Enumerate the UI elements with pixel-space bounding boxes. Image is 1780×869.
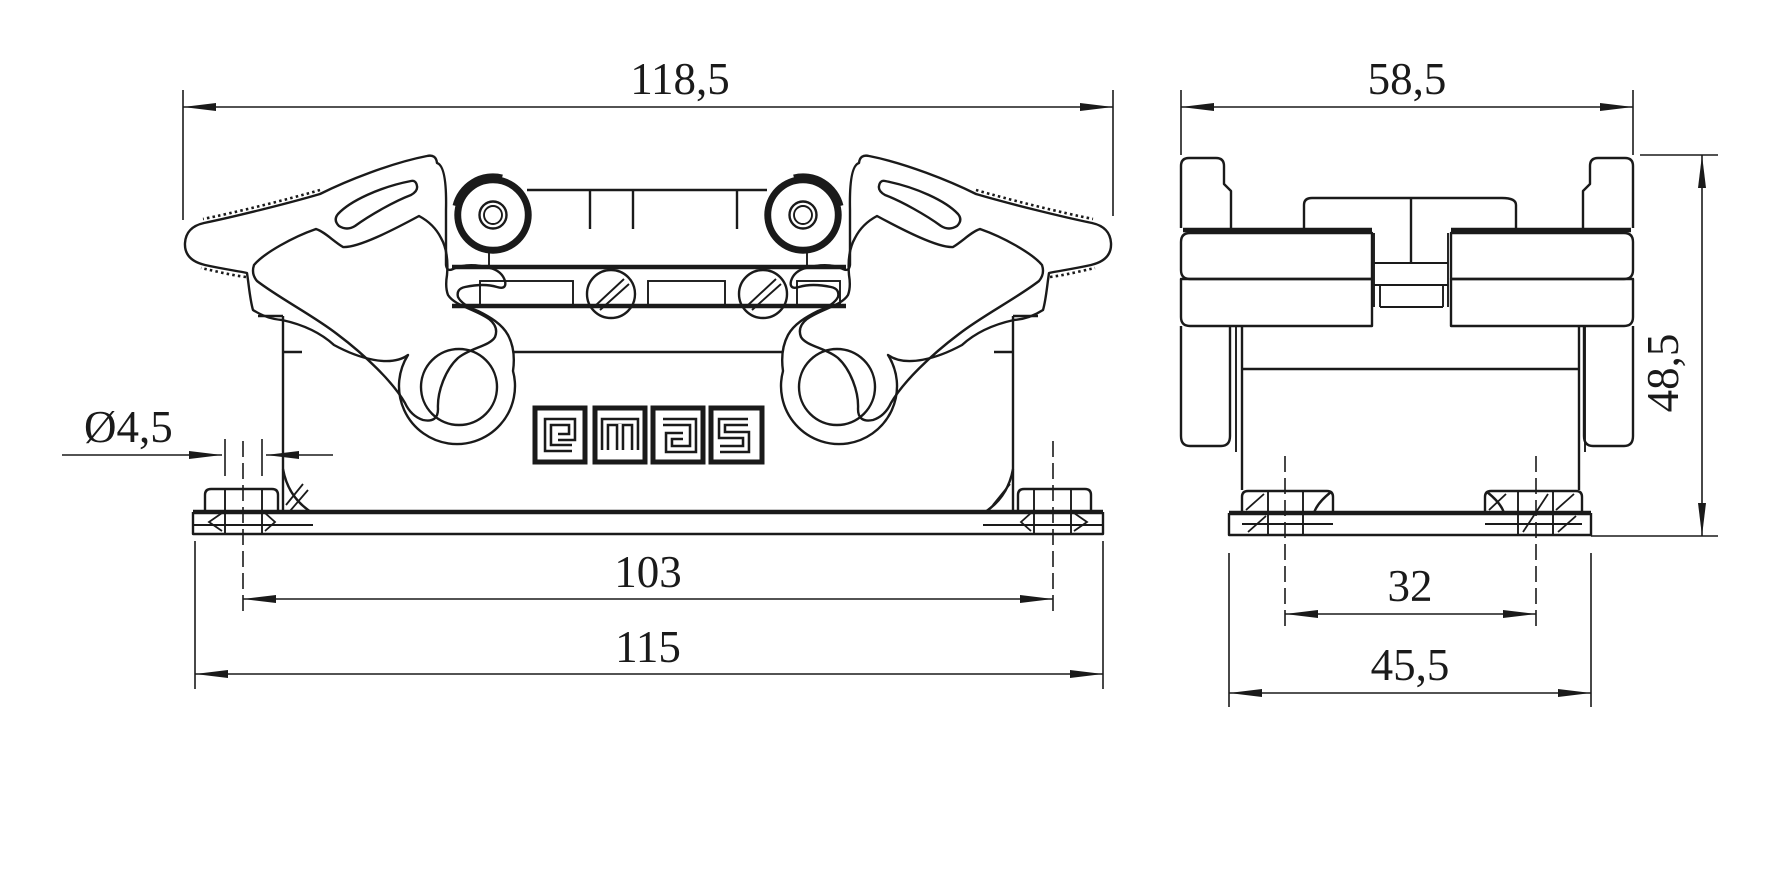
lever-left: [183, 154, 517, 446]
screw-left: [585, 268, 637, 320]
lever-right-bushing: [797, 347, 877, 427]
side-top-cover: [1302, 196, 1518, 262]
front-right-gusset-hatch: [987, 483, 1011, 512]
brand-logo: emas: [532, 405, 765, 465]
dim-label-45-5: 45,5: [1371, 640, 1450, 690]
front-left-foot-hatch: [207, 512, 277, 532]
side-left-post: [1179, 156, 1233, 228]
dim-label-32: 32: [1388, 561, 1433, 611]
lever-left-serration-top: [202, 188, 321, 221]
dim-front-base-width: 115: [194, 541, 1104, 689]
lever-left-serration-bottom: [200, 266, 247, 279]
lever-left-bushing: [419, 347, 499, 427]
front-body: [258, 188, 1038, 511]
lever-right-serration-top: [975, 188, 1094, 221]
dim-hole-diameter: Ø4,5: [62, 402, 333, 476]
dim-label-103: 103: [614, 547, 682, 597]
dim-side-base-width: 45,5: [1228, 553, 1592, 707]
side-left-arm: [1179, 326, 1232, 448]
front-base: [191, 441, 1105, 616]
lever-right: [779, 154, 1113, 446]
lever-right-slot: [877, 179, 962, 230]
dim-side-overall-height: 48,5: [1591, 154, 1718, 537]
side-upper-body: [1179, 231, 1635, 328]
dim-label-4-5: Ø4,5: [84, 402, 173, 452]
front-right-foot-hatch: [1019, 512, 1089, 532]
lever-left-cutout: [251, 214, 498, 422]
dim-label-58-5: 58,5: [1368, 54, 1447, 104]
side-view: 58,5 48,5 32 45,5: [1179, 54, 1718, 707]
dim-front-overall-width: 118,5: [182, 54, 1114, 220]
screw-right: [737, 268, 789, 320]
dim-label-48-5: 48,5: [1638, 334, 1688, 413]
dim-side-overall-width: 58,5: [1180, 54, 1634, 155]
dim-label-115: 115: [615, 622, 681, 672]
lever-right-cutout: [798, 214, 1045, 422]
dim-label-118-5: 118,5: [630, 54, 730, 104]
side-lower-housing: [1235, 326, 1586, 490]
pivot-left: [452, 173, 532, 266]
lever-left-slot: [334, 179, 419, 230]
dim-front-hole-spacing: 103: [243, 547, 1053, 603]
side-right-post: [1581, 156, 1635, 228]
front-left-gusset-hatch: [285, 483, 309, 512]
lever-right-serration-bottom: [1049, 266, 1096, 279]
side-right-arm: [1582, 326, 1635, 448]
pivot-right: [764, 173, 844, 266]
side-base: [1227, 456, 1593, 632]
front-view: emas 118,5: [62, 54, 1114, 689]
dim-side-hole-spacing: 32: [1285, 561, 1536, 618]
